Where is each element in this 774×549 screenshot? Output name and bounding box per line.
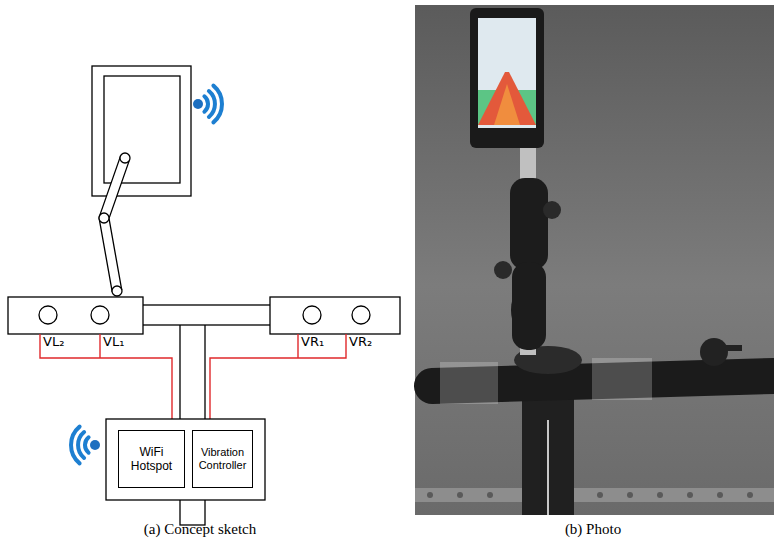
bell (700, 338, 728, 366)
controller-box: Vibration Controller (192, 430, 253, 488)
tablet-screen (104, 76, 180, 183)
arm-joint (99, 213, 109, 223)
vibration-motor (303, 306, 321, 324)
screen-road (478, 72, 536, 125)
subfigure-caption: (b) Photo (493, 521, 693, 538)
screen-road (494, 84, 520, 125)
handlebar-center (140, 305, 273, 325)
box-label: Vibration Controller (193, 446, 252, 472)
controller-housing (106, 419, 265, 500)
plastic-wrap (592, 358, 652, 400)
vibration-motor (39, 306, 57, 324)
right-grip (270, 297, 400, 334)
wifi-dot (90, 440, 100, 450)
plastic-wrap (440, 362, 498, 404)
left-grip (8, 297, 143, 334)
mount-arm (104, 158, 125, 291)
wire (40, 334, 346, 419)
cable (547, 420, 549, 515)
wifi-icon (204, 86, 222, 123)
motor-label: VR₂ (349, 335, 372, 350)
vibration-motor (91, 306, 109, 324)
wifi-dot (193, 99, 203, 109)
subfigure-caption: (a) Concept sketch (100, 521, 300, 538)
hotspot-box: WiFi Hotspot (118, 430, 185, 488)
photo-background (415, 5, 774, 515)
mount-arm (512, 262, 546, 350)
motor-label: VL₂ (43, 335, 64, 350)
motor-label: VL₁ (103, 335, 124, 350)
vibration-motor (352, 306, 370, 324)
bell-lever (726, 345, 742, 351)
arm-joint (120, 153, 130, 163)
mount-knob (543, 201, 561, 219)
arm-joint (112, 286, 122, 296)
wifi-icon (71, 427, 89, 464)
tablet-outline (92, 66, 191, 196)
rail-pattern (427, 492, 753, 498)
phone-holder (470, 8, 544, 148)
phone-screen (478, 18, 536, 128)
box-label: WiFi Hotspot (119, 445, 184, 474)
motor-label: VR₁ (301, 335, 324, 350)
mount-arm-fill (104, 158, 125, 291)
mount-arm (510, 178, 548, 270)
rail (415, 488, 774, 502)
mount-knob (494, 261, 512, 279)
